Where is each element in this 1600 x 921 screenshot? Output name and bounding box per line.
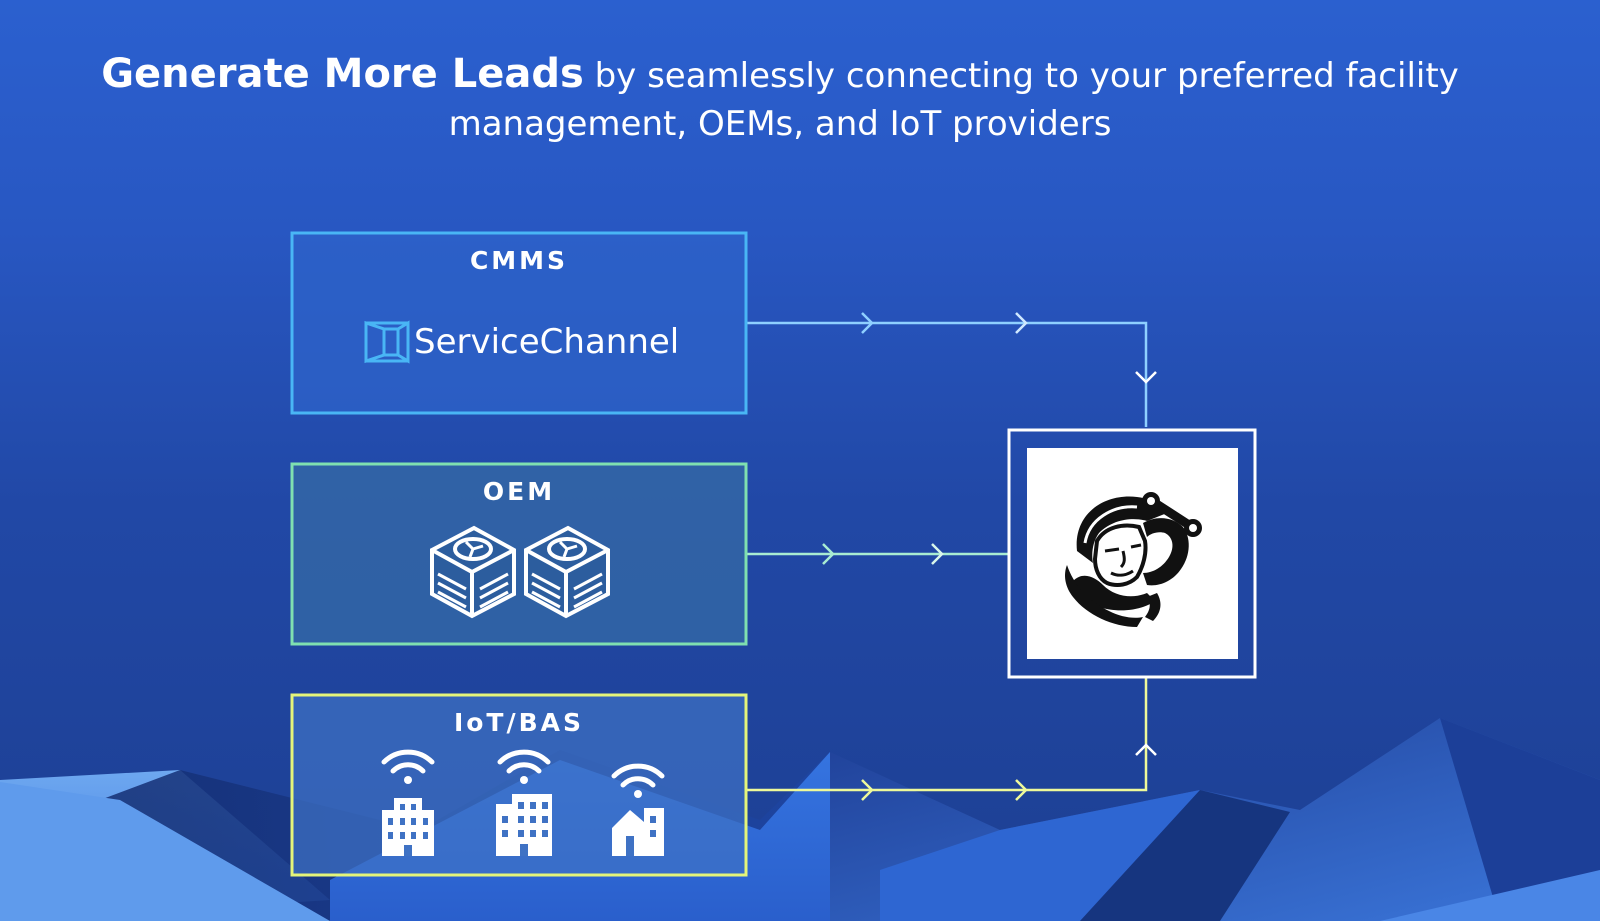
iot-box: IoT/BAS (290, 693, 748, 877)
iot-connector (746, 678, 1148, 792)
headline-rest: by seamlessly connecting to your preferr… (448, 56, 1459, 144)
arrow-chevron (1015, 779, 1028, 801)
hvac-unit-icon (430, 525, 516, 619)
arrow-chevron (861, 779, 874, 801)
arrow-chevron (822, 543, 835, 565)
wifi-building-icon (496, 749, 552, 856)
wifi-building-icon (381, 749, 435, 856)
iot-title: IoT/BAS (454, 708, 584, 737)
arrow-chevron (1015, 312, 1028, 334)
connector-lines (746, 312, 1157, 801)
cmms-box: CMMS ServiceChannel (290, 231, 748, 415)
mountains-background (0, 718, 1600, 921)
technician-mascot-logo (1065, 492, 1202, 627)
arrow-chevron (1135, 743, 1157, 756)
servicechannel-logo-text: ServiceChannel (414, 322, 679, 362)
arrow-chevron (931, 543, 944, 565)
servicechannel-logo-icon (364, 320, 410, 364)
headline-bold: Generate More Leads (101, 51, 584, 97)
hub-box (1007, 428, 1257, 679)
arrow-chevron (1135, 371, 1157, 384)
headline: Generate More Leads by seamlessly connec… (60, 50, 1500, 148)
cmms-connector (746, 321, 1148, 427)
hvac-unit-icon (524, 525, 610, 619)
oem-box: OEM (290, 462, 748, 646)
arrow-chevron (861, 312, 874, 334)
cmms-title: CMMS (470, 246, 568, 275)
wifi-house-icon (611, 763, 665, 856)
oem-title: OEM (483, 477, 555, 506)
